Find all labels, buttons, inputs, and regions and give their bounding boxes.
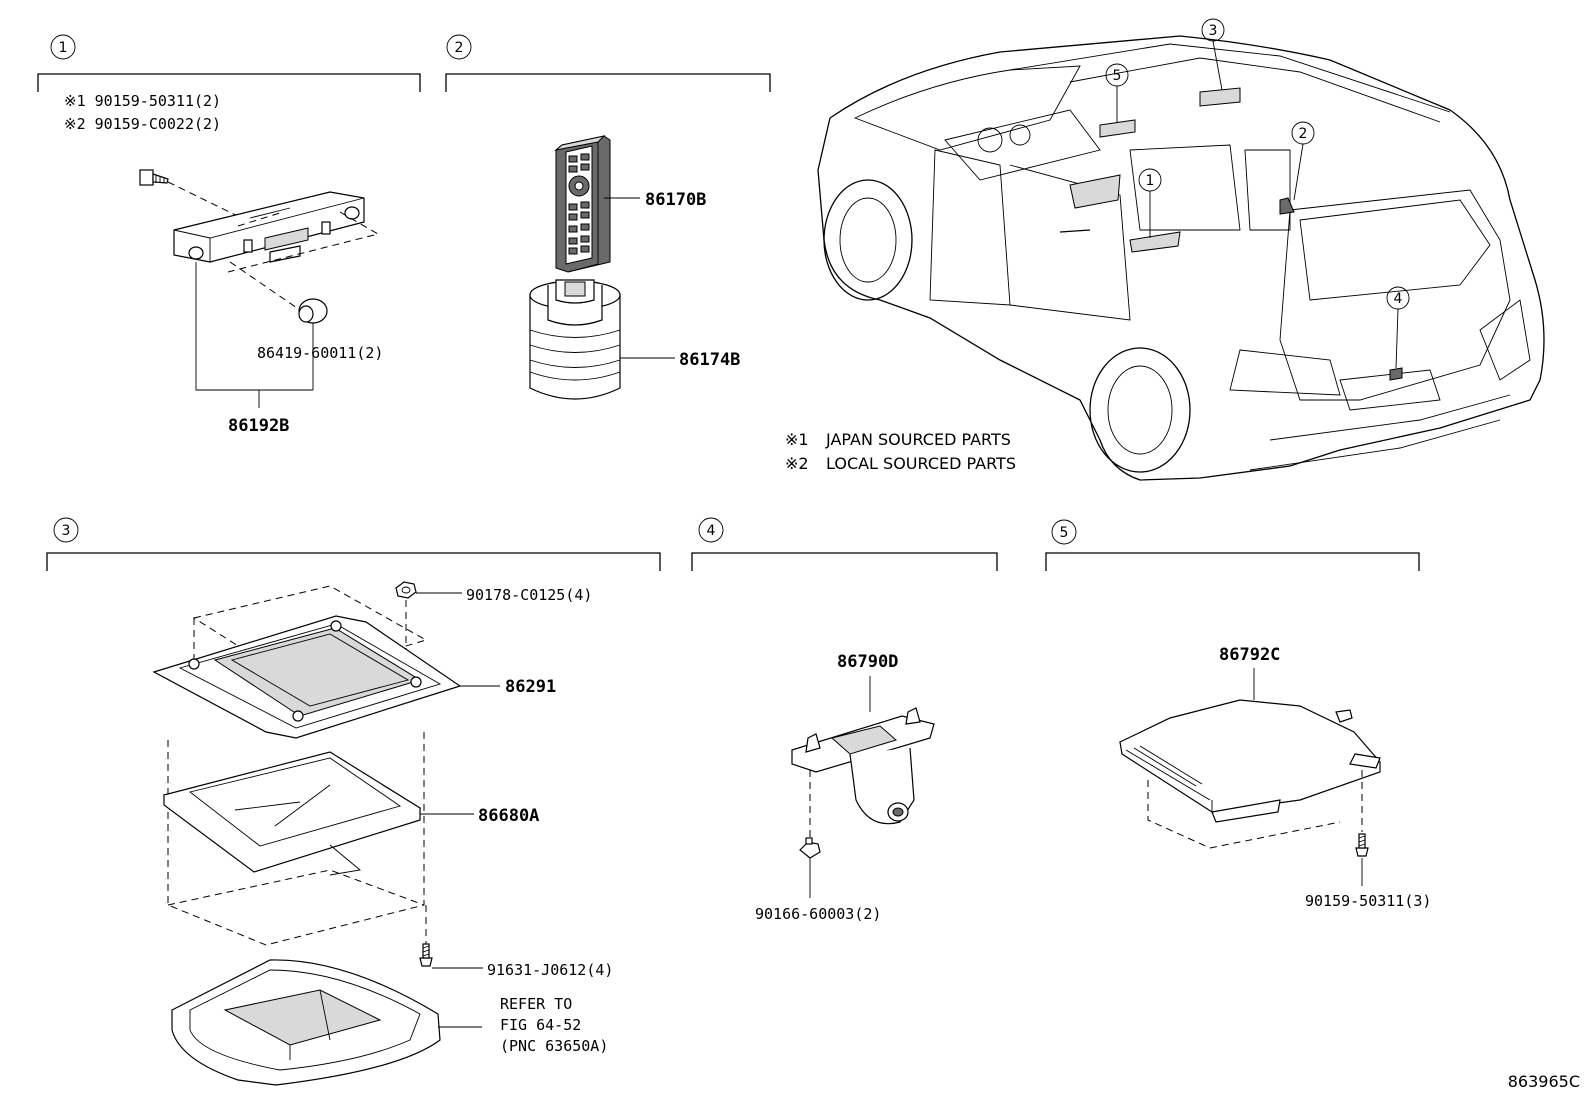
- section-2-bracket: [445, 73, 771, 92]
- section-1: 1 ※1 90159-50311(2) ※2 90159-C0022(2): [37, 34, 421, 436]
- section-2-number: 2: [455, 40, 464, 56]
- part-label-remote-control[interactable]: 86170B: [645, 190, 706, 210]
- clip-drawing: [799, 837, 821, 859]
- part-label-screw-5[interactable]: 90159-50311(3): [1305, 892, 1431, 910]
- part-label-clip[interactable]: 90166-60003(2): [755, 905, 881, 923]
- figure-id: 863965C: [1508, 1072, 1580, 1091]
- part-label-nut[interactable]: 90178-C0125(4): [466, 586, 592, 604]
- legend-mark-2: ※2: [785, 454, 809, 473]
- section-3: 3 90178-C0125(4) 86291: [46, 517, 661, 1086]
- nut-drawing: [395, 581, 417, 599]
- part-label-screw-japan[interactable]: ※1 90159-50311(2): [64, 92, 221, 110]
- bracket-drawing: [152, 615, 462, 739]
- section-5-marker: [1051, 519, 1077, 545]
- ecu-drawing: [1118, 699, 1382, 823]
- screw-drawing: [139, 169, 169, 186]
- refer-note-line1: REFER TO: [500, 995, 572, 1013]
- part-label-screw-3[interactable]: 91631-J0612(4): [487, 961, 613, 979]
- section-2: 2 86170B: [445, 34, 771, 400]
- section-4-number: 4: [707, 523, 716, 539]
- part-label-remote-holder[interactable]: 86174B: [679, 350, 740, 370]
- refer-note-line3: (PNC 63650A): [500, 1037, 608, 1055]
- legend: ※1 JAPAN SOURCED PARTS ※2 LOCAL SOURCED …: [785, 430, 1016, 473]
- camera-drawing: [791, 707, 935, 825]
- vehicle-callouts: 3 5 2 1 4: [1105, 18, 1410, 369]
- section-3-number: 3: [62, 523, 71, 539]
- part-label-screw-local[interactable]: ※2 90159-C0022(2): [64, 115, 221, 133]
- part-label-camera[interactable]: 86790D: [837, 652, 898, 672]
- console-housing-drawing: [171, 959, 441, 1086]
- remote-control-drawing: [554, 135, 611, 273]
- section-4-bracket: [691, 552, 998, 571]
- callout-1-number: 1: [1146, 173, 1155, 189]
- callout-5-number: 5: [1113, 68, 1122, 84]
- section-5: 5 86792C 90159-50311(3): [1045, 519, 1431, 910]
- section-3-bracket: [46, 552, 661, 571]
- section-4-marker: [698, 517, 724, 543]
- part-label-ecu[interactable]: 86792C: [1219, 645, 1280, 665]
- refer-note-line2: FIG 64-52: [500, 1016, 581, 1034]
- section-5-bracket: [1045, 552, 1420, 571]
- display-unit-drawing: [162, 751, 422, 876]
- remote-holder-drawing: [529, 279, 621, 400]
- section-3-marker: [53, 517, 79, 543]
- legend-text-1: JAPAN SOURCED PARTS: [825, 430, 1011, 449]
- part-label-display-unit[interactable]: 86680A: [478, 806, 539, 826]
- part-label-switch-assembly[interactable]: 86192B: [228, 416, 289, 436]
- section-4: 4 86790D 90166-60003(2): [691, 517, 998, 923]
- legend-mark-1: ※1: [785, 430, 809, 449]
- section-2-marker: [446, 34, 472, 60]
- callout-4-number: 4: [1394, 291, 1403, 307]
- callout-3-number: 3: [1209, 23, 1218, 39]
- legend-text-2: LOCAL SOURCED PARTS: [826, 454, 1016, 473]
- section-1-bracket: [37, 73, 421, 92]
- part-label-bulb[interactable]: 86419-60011(2): [257, 344, 383, 362]
- screw-3-drawing: [419, 943, 433, 967]
- bulb-drawing: [298, 298, 328, 324]
- section-1-marker: [50, 34, 76, 60]
- switch-panel-drawing: [173, 191, 365, 263]
- vehicle-drawing: [817, 35, 1545, 481]
- section-5-number: 5: [1060, 525, 1069, 541]
- screw-5-drawing: [1355, 833, 1369, 857]
- section-1-number: 1: [59, 40, 68, 56]
- part-label-bracket[interactable]: 86291: [505, 677, 556, 697]
- callout-2-number: 2: [1299, 126, 1308, 142]
